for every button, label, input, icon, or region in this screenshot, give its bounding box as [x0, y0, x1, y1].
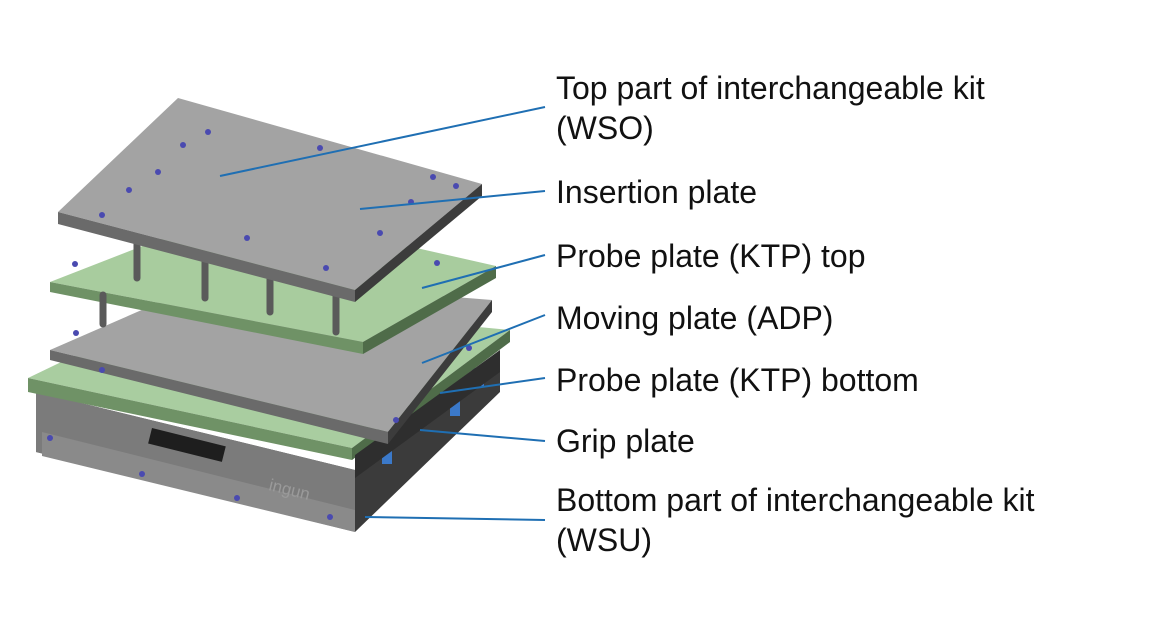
- label-insertion-plate: Insertion plate: [556, 174, 758, 210]
- top-plate: [58, 98, 482, 302]
- screws: [47, 129, 472, 520]
- label-wsu-line1: Bottom part of interchangeable kit: [556, 482, 1035, 518]
- label-moving-plate: Moving plate (ADP): [556, 300, 834, 336]
- label-wso-line1: Top part of interchangeable kit: [556, 70, 985, 106]
- grip-plate-side: [355, 350, 500, 478]
- leader-wso: [219, 106, 546, 177]
- leader-adp: [421, 314, 546, 364]
- leader-insertion: [359, 190, 546, 210]
- label-wsu: Bottom part of interchangeable kit (WSU): [556, 480, 1035, 560]
- leader-ktp-bottom: [439, 377, 546, 394]
- wsu-base-block: ingun: [36, 358, 500, 532]
- label-wso-line2: (WSO): [556, 110, 654, 146]
- leader-lines: [219, 106, 546, 521]
- label-probe-plate-bottom: Probe plate (KTP) bottom: [556, 362, 919, 398]
- label-wso: Top part of interchangeable kit (WSO): [556, 68, 985, 148]
- label-grip-plate: Grip plate: [556, 423, 695, 459]
- leader-wsu: [364, 516, 546, 521]
- label-wsu-line2: (WSU): [556, 522, 652, 558]
- label-probe-plate-top: Probe plate (KTP) top: [556, 238, 866, 274]
- grip-handle: [148, 428, 226, 462]
- leader-grip: [419, 429, 546, 442]
- leader-ktp-top: [421, 254, 546, 289]
